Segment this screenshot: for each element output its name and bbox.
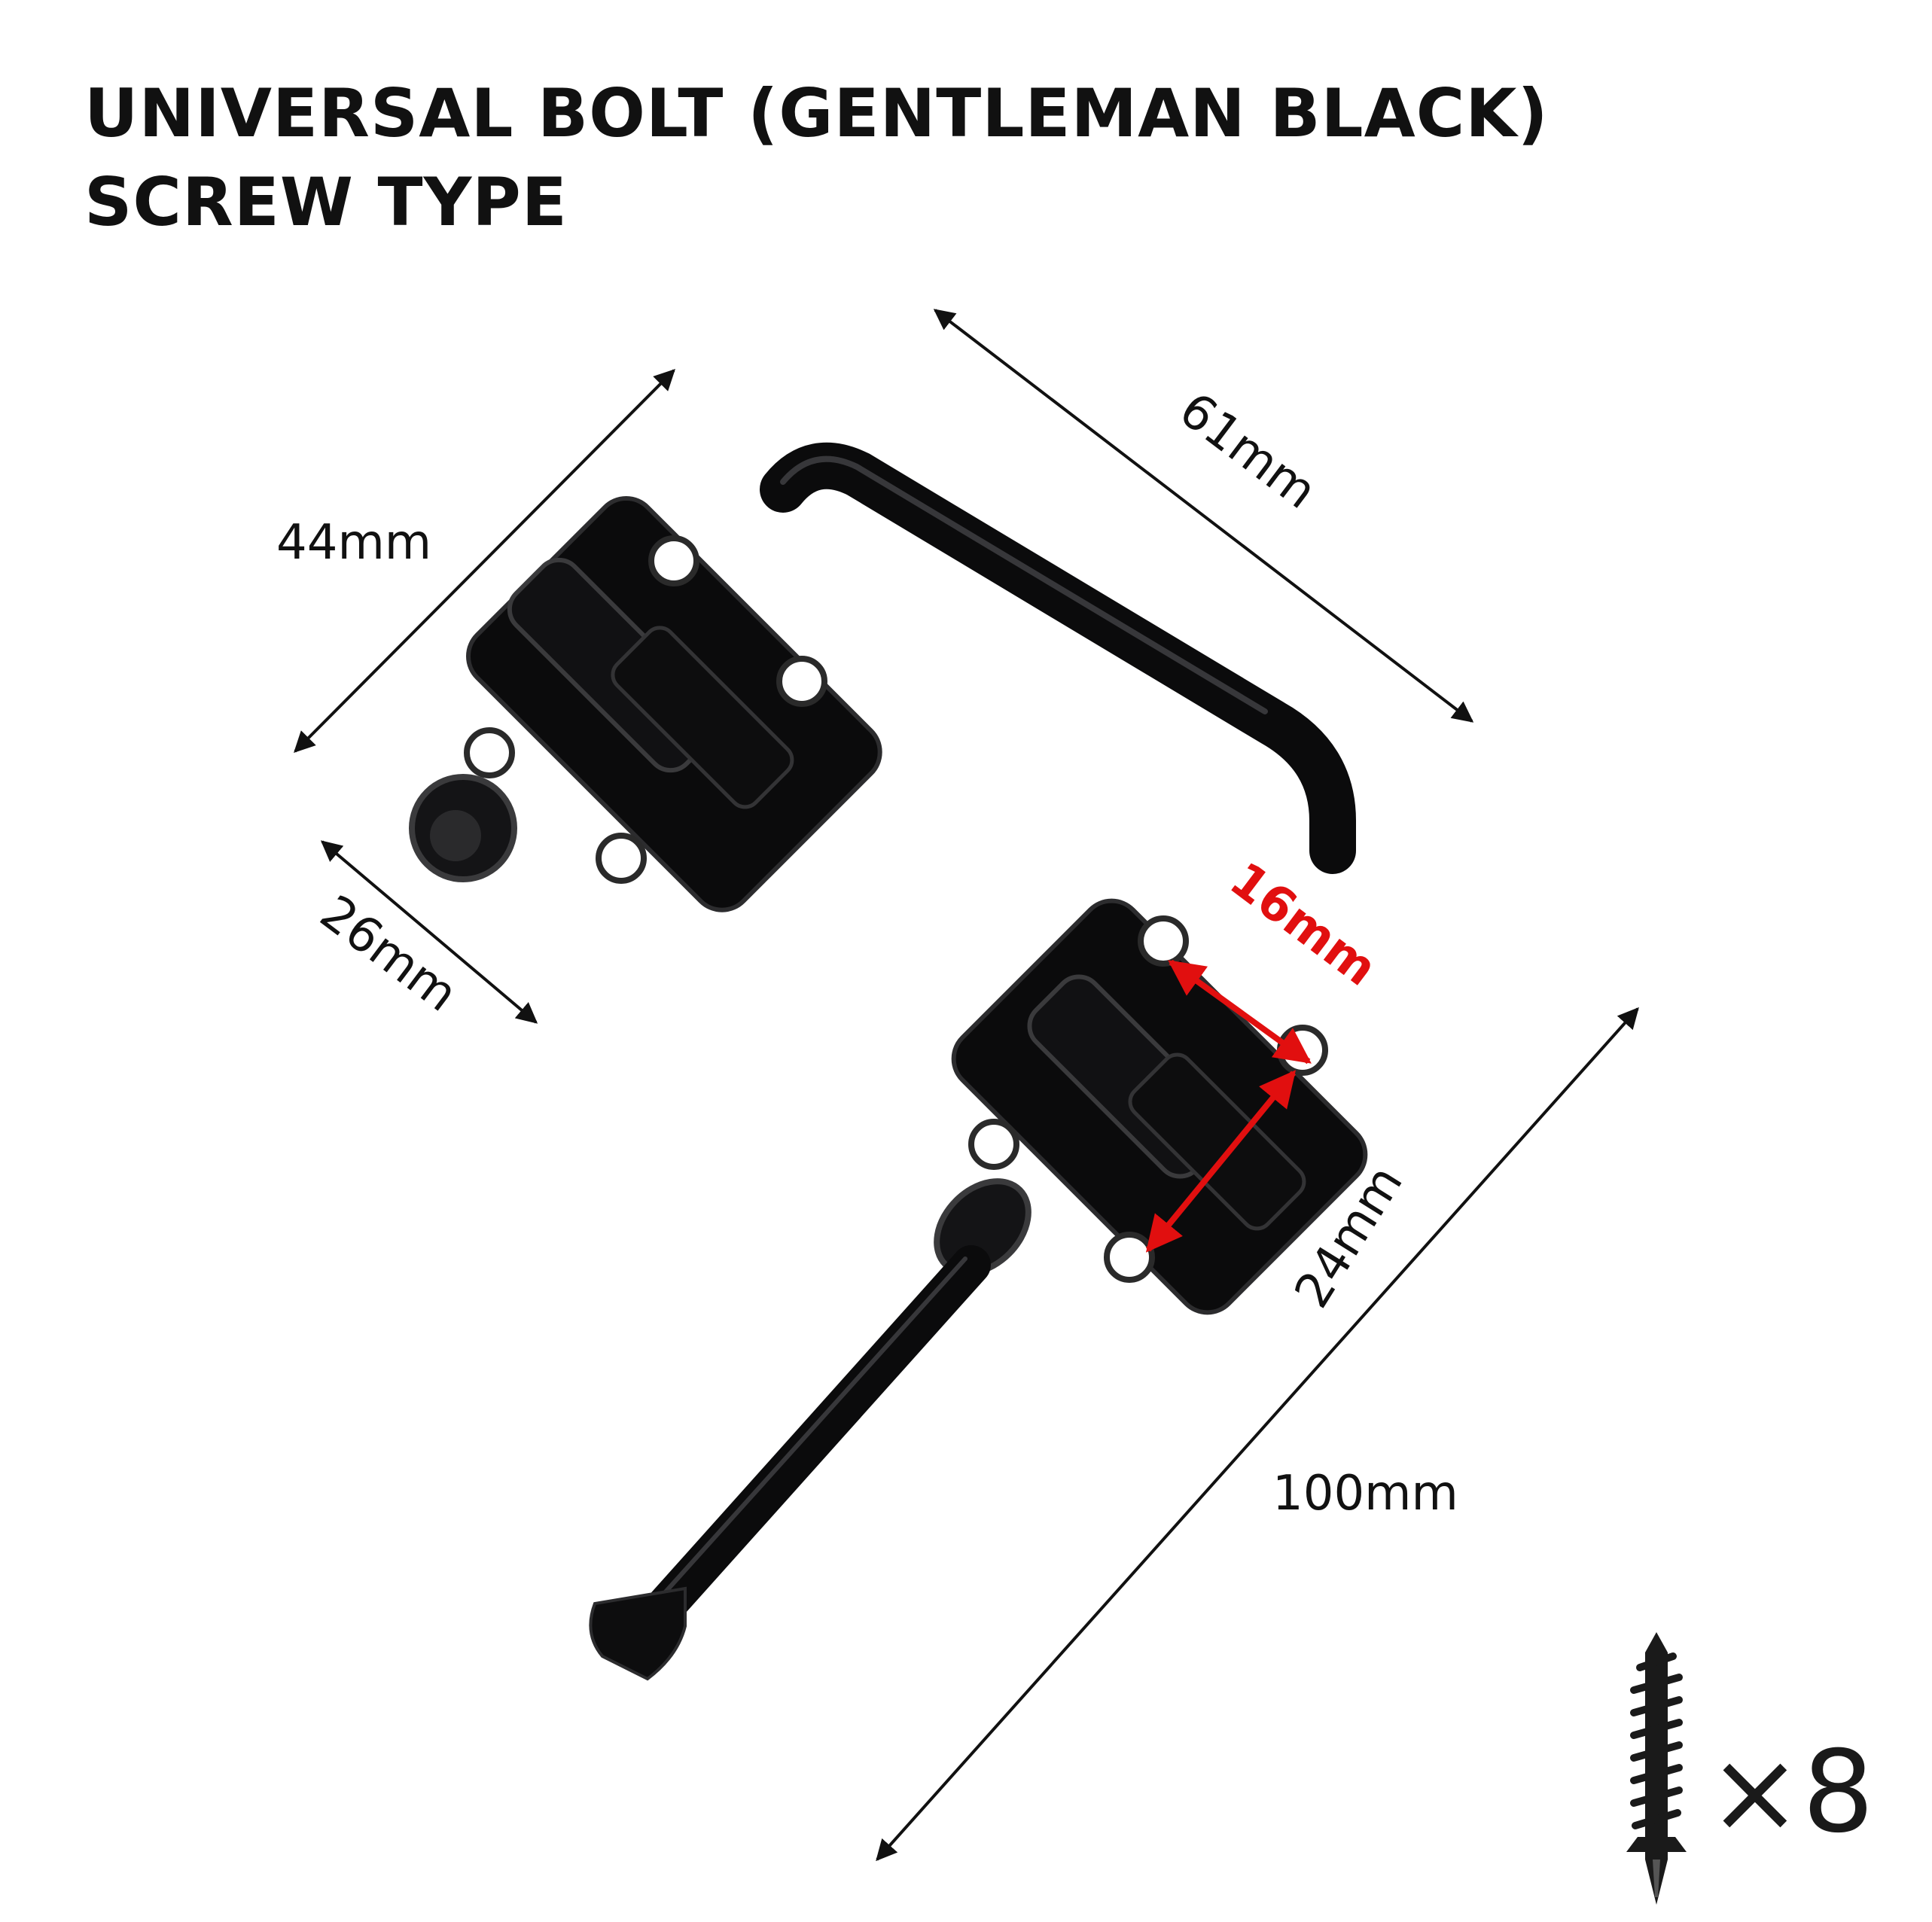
mount-hole (596, 833, 647, 884)
dimension-line-26mm (320, 840, 538, 1024)
upper-plate (409, 496, 882, 912)
mount-hole (776, 656, 827, 707)
dimension-label-100mm: 100mm (1272, 1466, 1458, 1521)
mount-hole (1138, 915, 1189, 967)
mount-hole (968, 1119, 1019, 1170)
bolt-shaft (628, 1245, 991, 1646)
mount-hole (1277, 1025, 1328, 1076)
dimension-label-26mm: 26mm (310, 885, 468, 1023)
screw-quantity: ×8 (1708, 1727, 1874, 1858)
handle-rod (760, 442, 1356, 874)
screw-icon (1626, 1632, 1687, 1905)
dimension-label-44mm: 44mm (276, 515, 431, 571)
bolt-tip (589, 1586, 687, 1681)
dimension-label-16mm: 16mm (1220, 852, 1387, 998)
dimension-line-100mm (876, 1007, 1639, 1862)
title-line-2: SCREW TYPE (84, 163, 568, 241)
product-title: UNIVERSAL BOLT (GENTLEMAN BLACK) SCREW T… (84, 69, 1549, 247)
title-line-1: UNIVERSAL BOLT (GENTLEMAN BLACK) (84, 75, 1549, 152)
dimension-line-44mm (294, 369, 675, 753)
mount-hole (1104, 1232, 1155, 1283)
mount-hole (648, 535, 699, 586)
dimension-label-61mm: 61mm (1169, 382, 1327, 520)
dimension-line-61mm (933, 309, 1474, 723)
mount-hole (464, 727, 515, 778)
